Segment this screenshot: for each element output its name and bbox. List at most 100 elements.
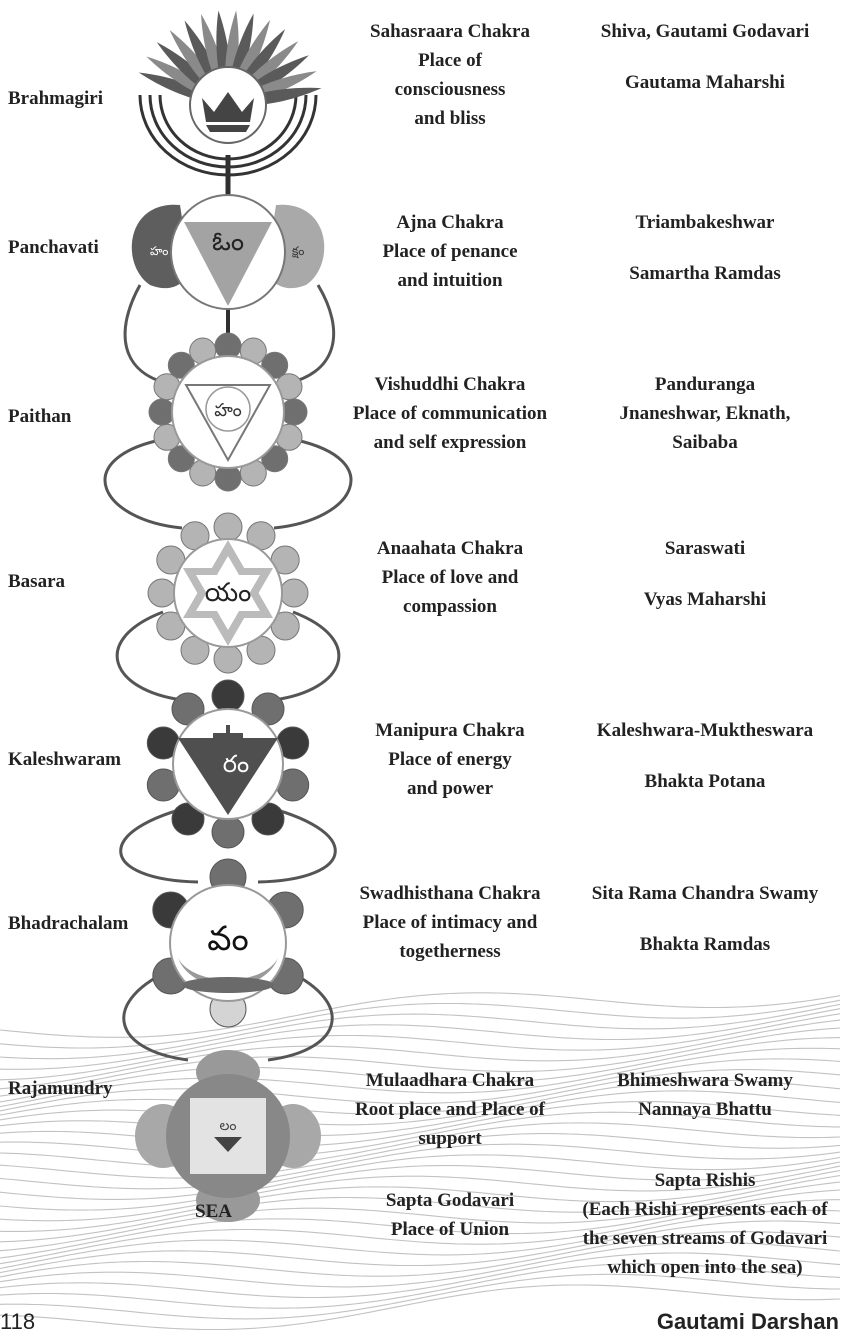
wave-line bbox=[0, 1241, 841, 1288]
deity-brahmagiri: Shiva, Gautami Godavari Gautama Maharshi bbox=[567, 17, 843, 97]
place-kaleshwaram: Kaleshwaram bbox=[8, 749, 121, 770]
wave-line bbox=[0, 1263, 841, 1309]
deity-bhadrachalam: Sita Rama Chandra Swamy Bhakta Ramdas bbox=[567, 879, 843, 959]
deity-line: Sita Rama Chandra Swamy bbox=[591, 883, 819, 904]
chakra-line: consciousness bbox=[394, 79, 506, 100]
place-paithan: Paithan bbox=[8, 406, 72, 427]
deity-line: Sapta Rishis bbox=[654, 1170, 756, 1191]
wave-line bbox=[0, 1058, 841, 1112]
deity-line: Triambakeshwar bbox=[635, 212, 775, 233]
chakra-line: compassion bbox=[403, 596, 497, 617]
deity-line: Samartha Ramdas bbox=[629, 263, 781, 284]
deity-line: Saraswati bbox=[664, 538, 746, 559]
wave-line bbox=[0, 992, 841, 1038]
place-panchavati: Panchavati bbox=[8, 237, 99, 258]
deity-basara: Saraswati Vyas Maharshi bbox=[567, 534, 843, 614]
chakra-ajna: Ajna Chakra Place of penance and intuiti… bbox=[330, 208, 570, 295]
chakra-line: Sahasraara Chakra bbox=[370, 21, 530, 42]
chakra-line: Sapta Godavari bbox=[385, 1190, 515, 1211]
chakra-petal bbox=[213, 512, 243, 542]
wave-line bbox=[0, 1231, 841, 1278]
vishuddhi-chakra bbox=[148, 332, 308, 492]
place-rajamundry: Rajamundry bbox=[8, 1078, 113, 1099]
seed-swadhisthana: వం bbox=[207, 919, 248, 959]
page-number: 118 bbox=[0, 1309, 36, 1334]
wave-line bbox=[0, 1220, 841, 1274]
deity-gap bbox=[567, 237, 843, 259]
sea-waves-background bbox=[0, 992, 841, 1331]
wave-line bbox=[0, 1079, 841, 1126]
seed-ajna: ఓం bbox=[212, 227, 244, 257]
seed-muladhara: లం bbox=[219, 1118, 236, 1134]
deity-gap bbox=[567, 745, 843, 767]
wave-line bbox=[0, 1284, 841, 1331]
sahasrara-lotus bbox=[138, 10, 322, 177]
wave-line bbox=[0, 1252, 841, 1299]
ajna-chakra: హం క్షం bbox=[131, 194, 325, 310]
chakra-petal bbox=[213, 644, 243, 674]
chakra-line: Mulaadhara Chakra bbox=[365, 1070, 535, 1091]
deity-rajamundry: Bhimeshwara Swamy Nannaya Bhattu bbox=[567, 1066, 843, 1124]
wave-line bbox=[0, 1181, 841, 1252]
deity-panchavati: Triambakeshwar Samartha Ramdas bbox=[567, 208, 843, 288]
chakra-mulaadhara: Mulaadhara Chakra Root place and Place o… bbox=[330, 1066, 570, 1153]
chakra-line: and self expression bbox=[373, 432, 527, 453]
wave-line bbox=[0, 1175, 841, 1243]
chakra-petal bbox=[279, 578, 309, 608]
anahata-chakra bbox=[147, 512, 309, 674]
deity-line: (Each Rishi represents each of bbox=[582, 1199, 828, 1220]
chakra-line: Manipura Chakra bbox=[375, 720, 525, 741]
deity-sea: Sapta Rishis (Each Rishi represents each… bbox=[567, 1166, 843, 1282]
chakra-line: Place of love and bbox=[381, 567, 519, 588]
chakra-swadhisthana: Swadhisthana Chakra Place of intimacy an… bbox=[330, 879, 570, 966]
wave-line bbox=[0, 1008, 841, 1070]
wave-line bbox=[0, 1209, 841, 1270]
chakra-line: Place of bbox=[418, 50, 482, 71]
deity-line: Panduranga bbox=[654, 374, 756, 395]
deity-line: Saibaba bbox=[672, 432, 738, 453]
chakra-line: support bbox=[418, 1128, 482, 1149]
deity-kaleshwaram: Kaleshwara-Muktheswara Bhakta Potana bbox=[567, 716, 843, 796]
wave-line bbox=[0, 1013, 841, 1081]
svg-text:క్షం: క్షం bbox=[292, 244, 304, 259]
wave-line bbox=[0, 1027, 841, 1097]
deity-line: Jnaneshwar, Eknath, bbox=[619, 403, 791, 424]
wave-line bbox=[0, 1199, 840, 1265]
chakra-manipura: Manipura Chakra Place of energy and powe… bbox=[330, 716, 570, 803]
chakra-petal bbox=[211, 679, 245, 713]
wave-line bbox=[0, 1189, 841, 1259]
chakra-line: togetherness bbox=[399, 941, 501, 962]
deity-line: Bhakta Potana bbox=[644, 771, 766, 792]
wave-line bbox=[0, 1161, 841, 1211]
wave-line bbox=[0, 1133, 841, 1179]
chakra-line: Anaahata Chakra bbox=[376, 538, 524, 559]
swadhisthana-chakra bbox=[152, 858, 304, 1028]
wave-line bbox=[0, 1143, 841, 1190]
place-bhadrachalam: Bhadrachalam bbox=[8, 913, 129, 934]
deity-line: Vyas Maharshi bbox=[643, 589, 767, 610]
crown-icon bbox=[202, 92, 254, 122]
wave-line bbox=[0, 1037, 841, 1103]
wave-line bbox=[0, 1273, 840, 1320]
chakra-sapta-godavari: Sapta Godavari Place of Union bbox=[330, 1186, 570, 1244]
chakra-line: Place of energy bbox=[388, 749, 512, 770]
chakra-line: Place of communication bbox=[352, 403, 548, 424]
chakra-line: Ajna Chakra bbox=[396, 212, 504, 233]
wave-line bbox=[0, 1069, 841, 1116]
chakra-line: and bliss bbox=[414, 108, 486, 129]
seed-vishuddhi: హం bbox=[214, 400, 242, 421]
deity-line: the seven streams of Godavari bbox=[582, 1228, 828, 1249]
chakra-petal bbox=[147, 578, 177, 608]
svg-text:హం: హం bbox=[150, 244, 168, 258]
chakra-line: and intuition bbox=[397, 270, 503, 291]
chakra-anaahata: Anaahata Chakra Place of love and compas… bbox=[330, 534, 570, 621]
deity-line: Kaleshwara-Muktheswara bbox=[596, 720, 814, 741]
place-brahmagiri: Brahmagiri bbox=[8, 88, 103, 109]
deity-gap bbox=[567, 563, 843, 585]
deity-line: Shiva, Gautami Godavari bbox=[600, 21, 810, 42]
chakra-vishuddhi: Vishuddhi Chakra Place of communication … bbox=[330, 370, 570, 457]
deity-line: Bhakta Ramdas bbox=[639, 934, 771, 955]
chakra-line: Place of penance bbox=[382, 241, 518, 262]
deity-gap bbox=[567, 908, 843, 930]
